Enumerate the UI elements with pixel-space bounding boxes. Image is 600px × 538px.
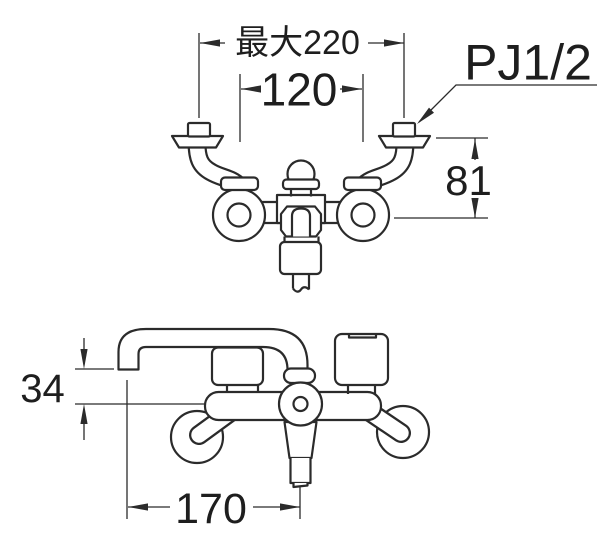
dimension-spout-reach: 170 (126, 380, 301, 533)
dimension-annotations: 最大220 120 PJ1/2 81 (20, 24, 597, 533)
outlet-taper (283, 420, 318, 460)
dimension-spout-reach-label: 170 (175, 485, 247, 533)
spout-pivot-neck (289, 189, 313, 197)
dimension-inlet-height: 81 (394, 137, 492, 219)
arrowhead-up-icon (80, 404, 88, 424)
dimension-pitch-label: 120 (261, 64, 338, 116)
side-left-handle (210, 346, 265, 387)
side-right-handle-seam (347, 334, 378, 339)
left-bonnet-collar (219, 176, 260, 192)
left-wall-flange (170, 134, 225, 149)
thread-size-label: PJ1/2 (464, 35, 592, 91)
arrowhead-right-icon (280, 503, 300, 511)
outlet-pipe-tip (292, 483, 309, 489)
right-wall-flange (377, 134, 432, 149)
leader-arrowhead-icon (417, 107, 434, 124)
dimension-max-width-label: 最大220 (235, 24, 360, 62)
down-pipe-break-line (292, 286, 310, 293)
arrowhead-down-icon (471, 198, 479, 218)
side-view (117, 327, 431, 489)
spout-nut (278, 240, 323, 276)
dimension-max-width: 最大220 (198, 24, 405, 118)
thread-callout: PJ1/2 (417, 35, 597, 124)
left-valve-screw (226, 202, 252, 228)
side-right-handle (333, 332, 390, 387)
side-right-handle-neck (346, 385, 377, 394)
arrowhead-right-icon (342, 85, 362, 93)
arrowhead-down-icon (80, 349, 88, 369)
right-valve-screw (350, 202, 376, 228)
left-connection-nut (186, 121, 212, 138)
dimension-pitch: 120 (239, 64, 364, 142)
arrowhead-left-icon (241, 85, 261, 93)
right-connection-nut (391, 121, 417, 138)
spout-pipe-top (290, 207, 312, 237)
right-bonnet-collar (342, 176, 383, 192)
dimension-spout-clearance: 34 (20, 338, 206, 440)
diverter-wing (282, 367, 317, 385)
arrowhead-up-icon (471, 139, 479, 159)
down-pipe (291, 274, 311, 290)
arrowhead-right-icon (384, 39, 404, 47)
side-left-handle-neck (225, 385, 260, 393)
dimension-inlet-height-label: 81 (445, 157, 492, 204)
front-view (170, 121, 432, 293)
arrowhead-left-icon (200, 39, 220, 47)
arrowhead-left-icon (128, 503, 148, 511)
dimension-spout-clearance-label: 34 (20, 367, 65, 411)
spout-pivot-collar (281, 178, 321, 191)
diverter-hub-hole (292, 395, 309, 413)
outlet-pipe (289, 458, 312, 485)
